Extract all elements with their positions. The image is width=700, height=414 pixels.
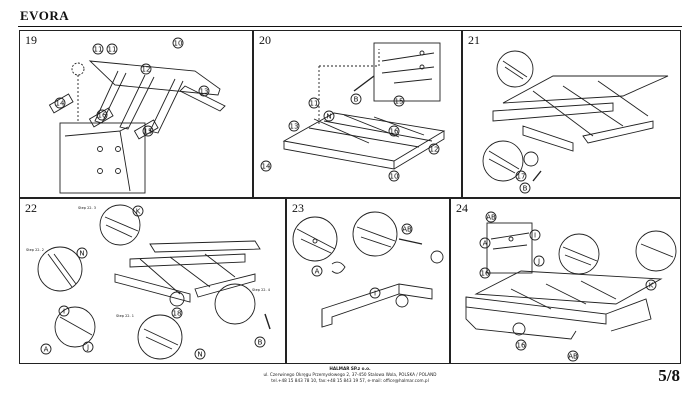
step-number: 21 xyxy=(468,33,480,47)
step-number: 19 xyxy=(25,33,37,47)
page-number: 5/8 xyxy=(658,366,680,385)
part-label: 12 xyxy=(142,65,151,73)
part-label: K xyxy=(136,207,141,215)
step-panel-19: 19 10 11 11 12 13 14 15 16 xyxy=(19,30,253,198)
step-reference: Step 22. 1 xyxy=(116,314,134,318)
part-label: N xyxy=(197,350,202,358)
step-number: 24 xyxy=(456,201,468,215)
step-panel-20: 20 N B 15 11 16 13 12 14 10 xyxy=(253,30,462,198)
part-label: B xyxy=(523,184,528,192)
part-label: A xyxy=(483,239,488,247)
step-number: 23 xyxy=(292,201,304,215)
part-label: 10 xyxy=(174,39,183,47)
step-number: 20 xyxy=(259,33,271,47)
part-label: I xyxy=(63,307,65,315)
part-label: 13 xyxy=(290,122,299,130)
part-label: B xyxy=(354,95,359,103)
document-title: EVORA xyxy=(20,8,70,23)
step-23-illustration: I A AB xyxy=(292,211,444,328)
part-label: AB xyxy=(486,213,496,221)
part-label: 13 xyxy=(200,87,209,95)
footer-company: HALMAR SP.z o.o. xyxy=(329,366,371,371)
step-number: 22 xyxy=(25,201,37,215)
part-label: AB xyxy=(402,225,412,233)
step-panel-23: 23 I A AB xyxy=(286,198,450,364)
part-label: 15 xyxy=(144,127,153,135)
part-label: I xyxy=(374,289,376,297)
part-label: 16 xyxy=(481,269,490,277)
part-label: 12 xyxy=(430,145,439,153)
footer-contact: tel.+48 15 843 78 10, fax:+48 15 843 19 … xyxy=(271,378,429,383)
part-label: 17 xyxy=(517,172,526,180)
part-label: 16 xyxy=(98,111,107,119)
part-label: 11 xyxy=(108,45,117,53)
part-label: J xyxy=(537,257,540,265)
footer: HALMAR SP.z o.o. ul. Czerwinego Okręgu P… xyxy=(0,366,700,384)
part-label: 10 xyxy=(390,172,399,180)
step-reference: Step 22. 4 xyxy=(252,288,271,292)
part-label: 11 xyxy=(310,99,319,107)
part-label: N xyxy=(79,249,84,257)
part-label: I xyxy=(534,231,536,239)
part-label: 14 xyxy=(56,99,65,107)
part-label: A xyxy=(315,267,320,275)
part-label: 15 xyxy=(395,97,404,105)
part-label: A xyxy=(44,345,49,353)
step-22-illustration: K N I J A B N 18 Step 22. 3 Step 22. 2 Step 22. 4 S… xyxy=(26,204,271,360)
step-20-illustration: N B 15 11 16 13 12 14 10 xyxy=(260,42,446,182)
footer-address: ul. Czerwinego Okręgu Przemysłowego 2, 3… xyxy=(263,372,437,377)
part-label: AB xyxy=(568,352,578,360)
part-label: 18 xyxy=(173,309,182,317)
part-label: 16 xyxy=(390,127,399,135)
step-reference: Step 22. 2 xyxy=(26,248,44,252)
step-reference: Step 22. 3 xyxy=(78,206,96,210)
part-label: 16 xyxy=(517,341,526,349)
header-rule xyxy=(18,26,682,27)
part-label: N xyxy=(326,112,331,120)
step-19-illustration: 10 11 11 12 13 14 15 16 xyxy=(48,37,226,194)
part-label: 11 xyxy=(94,45,103,53)
part-label: B xyxy=(258,338,263,346)
step-21-illustration: 17B xyxy=(482,50,669,194)
part-label: 14 xyxy=(262,162,271,170)
step-panel-22: 22 K N I J A B N 18 Step 22. 3 Step 22. 2 Step 22.… xyxy=(19,198,286,364)
part-label: K xyxy=(649,281,654,289)
part-label: J xyxy=(86,343,89,351)
